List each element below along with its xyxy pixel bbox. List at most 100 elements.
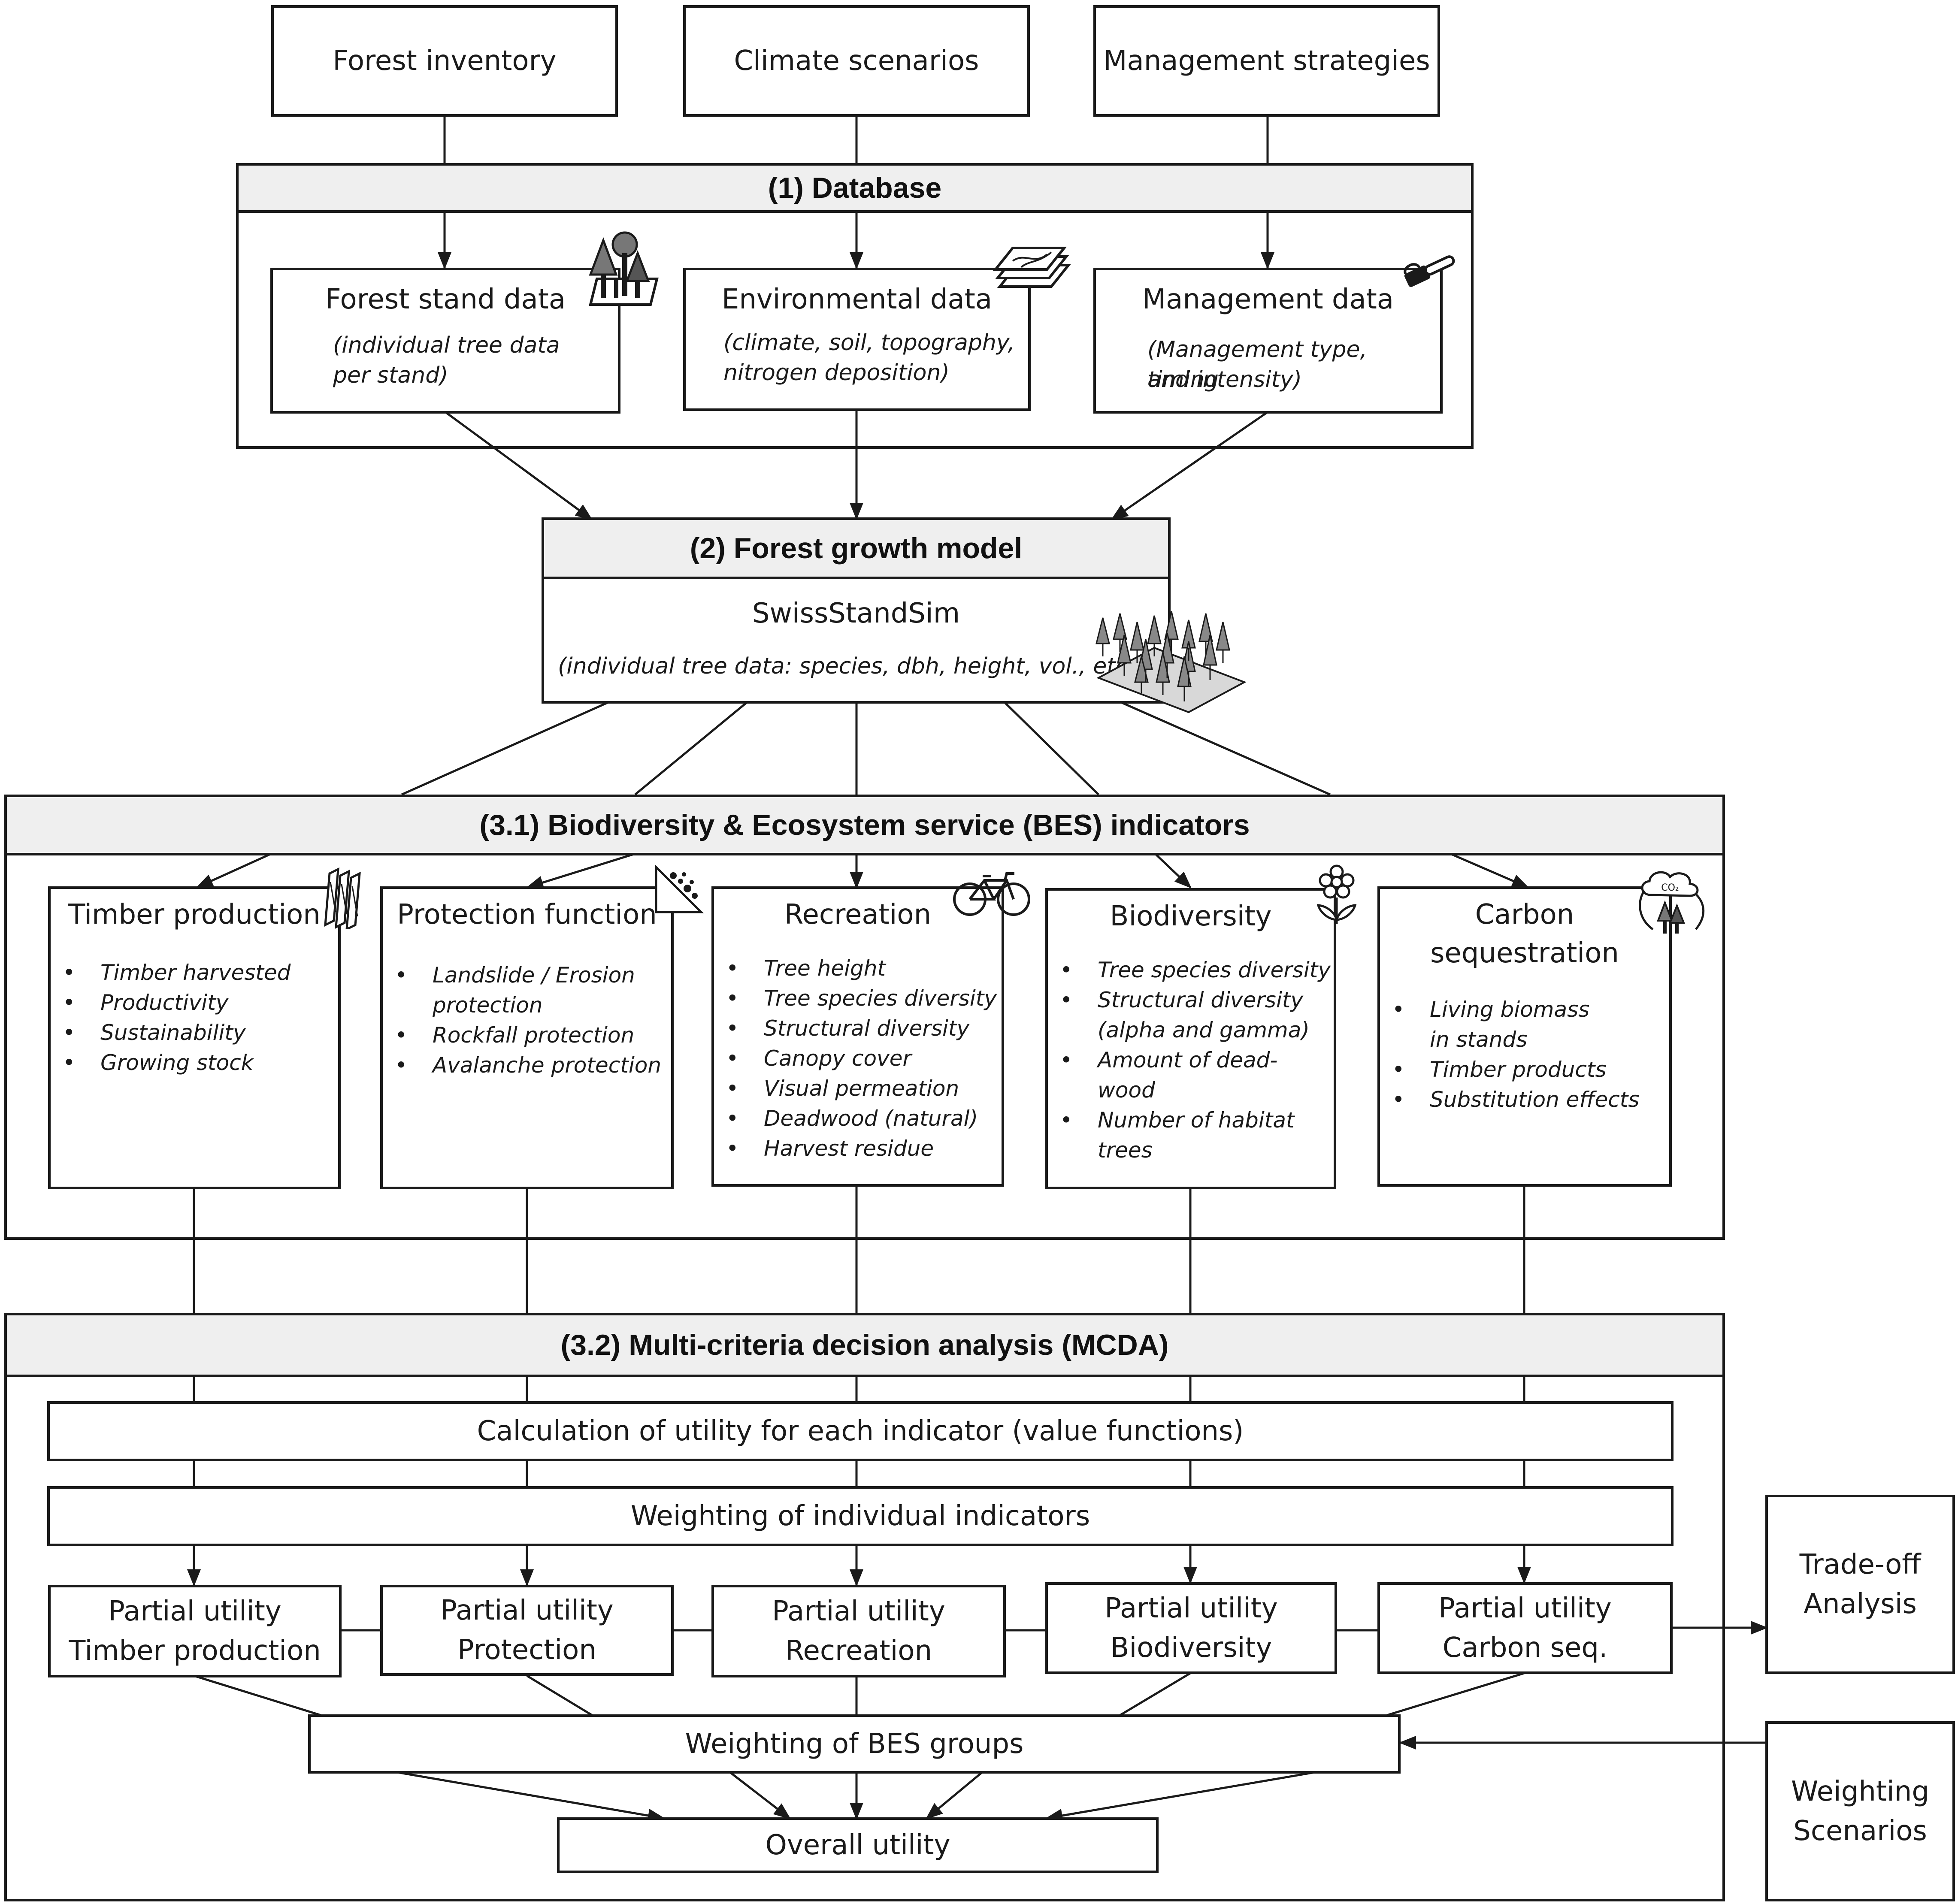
overall-utility-label: Overall utility — [765, 1829, 950, 1861]
overall-utility-box: Overall utility — [557, 1817, 1159, 1873]
weight-bes-groups-bar: Weighting of BES groups — [308, 1714, 1401, 1774]
partial-utility-protection-line1: Partial utility — [440, 1595, 614, 1626]
recreation-box: Recreation Tree height Tree species dive… — [711, 886, 1004, 1187]
forest-model-icon — [1096, 611, 1247, 713]
rockfall-icon — [655, 865, 704, 913]
management-data-desc-2: and intensity) — [1147, 367, 1302, 393]
mcda-header-label: (3.2) Multi-criteria decision analysis (… — [560, 1329, 1169, 1361]
carbon-title-2: sequestration — [1430, 937, 1619, 969]
carbon-title-1: Carbon — [1475, 899, 1574, 931]
timber-item-harvested: Timber harvested — [59, 958, 291, 988]
carbon-item-timber-products: Timber products — [1389, 1055, 1639, 1085]
weighting-scenarios-box: Weighting Scenarios — [1765, 1721, 1955, 1901]
forest-stand-data-box: Forest stand data (individual tree data … — [270, 268, 620, 414]
partial-utility-timber: Partial utility Timber production — [48, 1585, 342, 1677]
environmental-data-desc-1: (climate, soil, topography, — [723, 330, 1015, 356]
biodiversity-item-habitat-trees: Number of habitat — [1056, 1105, 1331, 1135]
management-data-desc-1: (Management type, timing — [1147, 337, 1368, 393]
weighting-scenarios-label-2: Scenarios — [1793, 1815, 1927, 1847]
timber-icon — [324, 867, 361, 929]
biodiversity-box: Biodiversity Tree species diversity Stru… — [1045, 888, 1336, 1189]
carbon-sequestration-box: Carbon sequestration Living biomass in s… — [1377, 886, 1672, 1187]
database-header: (1) Database — [236, 163, 1474, 213]
recreation-list: Tree height Tree species diversity Struc… — [723, 953, 997, 1164]
partial-utility-recreation-line1: Partial utility — [772, 1596, 945, 1627]
timber-production-list: Timber harvested Productivity Sustainabi… — [59, 958, 291, 1078]
protection-item-landslide: Landslide / Erosion — [391, 960, 661, 990]
biodiversity-item-deadwood-cont-text: wood — [1098, 1078, 1155, 1103]
calc-utility-bar: Calculation of utility for each indicato… — [47, 1401, 1674, 1461]
carbon-item-substitution-effects: Substitution effects — [1389, 1085, 1639, 1115]
recreation-item-tree-height: Tree height — [723, 953, 997, 983]
biodiversity-title: Biodiversity — [1110, 901, 1272, 932]
timber-production-title: Timber production — [68, 899, 321, 931]
recreation-item-deadwood: Deadwood (natural) — [723, 1103, 997, 1133]
growth-model-name: SwissStandSim — [752, 598, 960, 629]
chainsaw-icon — [1404, 255, 1455, 287]
recreation-item-species-diversity: Tree species diversity — [723, 983, 997, 1013]
forest-stand-icon — [589, 231, 659, 306]
co2-label: CO₂ — [1661, 882, 1679, 893]
partial-utility-biodiversity-line1: Partial utility — [1105, 1593, 1278, 1624]
partial-utility-carbon-line2: Carbon seq. — [1442, 1632, 1608, 1664]
growth-model-desc: (individual tree data: species, dbh, hei… — [558, 653, 1144, 679]
protection-item-avalanche: Avalanche protection — [391, 1050, 661, 1080]
biodiversity-item-habitat-trees-cont-text: trees — [1098, 1138, 1153, 1163]
tradeoff-analysis-box: Trade-off Analysis — [1765, 1495, 1955, 1674]
input-forest-inventory-label: Forest inventory — [333, 45, 557, 77]
recreation-item-visual-permeation: Visual permeation — [723, 1073, 997, 1103]
map-layers-icon — [993, 247, 1071, 288]
input-management-strategies-label: Management strategies — [1103, 45, 1430, 77]
recreation-item-harvest-residue: Harvest residue — [723, 1133, 997, 1164]
biodiversity-item-structural-diversity: Structural diversity — [1056, 985, 1331, 1015]
partial-utility-recreation-line2: Recreation — [785, 1635, 932, 1667]
protection-item-landslide-cont-text: protection — [433, 993, 543, 1018]
timber-item-productivity: Productivity — [59, 988, 291, 1018]
carbon-item-living-biomass: Living biomass — [1389, 994, 1639, 1025]
bes-header: (3.1) Biodiversity & Ecosystem service (… — [4, 795, 1725, 855]
recreation-item-canopy-cover: Canopy cover — [723, 1043, 997, 1073]
co2-cycle-icon: CO₂ — [1639, 871, 1705, 934]
partial-utility-carbon-line1: Partial utility — [1438, 1593, 1612, 1624]
tradeoff-label-1: Trade-off — [1799, 1549, 1921, 1581]
environmental-data-box: Environmental data (climate, soil, topog… — [683, 268, 1031, 411]
partial-utility-biodiversity-line2: Biodiversity — [1110, 1632, 1272, 1664]
recreation-title: Recreation — [784, 899, 932, 931]
biodiversity-item-alpha-gamma-text: (alpha and gamma) — [1098, 1018, 1310, 1043]
partial-utility-protection: Partial utility Protection — [380, 1585, 674, 1676]
growth-model-header: (2) Forest growth model — [542, 517, 1171, 579]
timber-production-box: Timber production Timber harvested Produ… — [48, 886, 341, 1189]
biodiversity-item-species-diversity: Tree species diversity — [1056, 955, 1331, 985]
partial-utility-timber-line1: Partial utility — [108, 1596, 281, 1627]
biodiversity-item-deadwood: Amount of dead- — [1056, 1045, 1331, 1075]
database-header-label: (1) Database — [768, 172, 942, 204]
protection-item-landslide-cont: protection — [391, 990, 661, 1020]
protection-item-rockfall: Rockfall protection — [391, 1020, 661, 1050]
carbon-item-living-biomass-cont-text: in stands — [1430, 1027, 1528, 1052]
partial-utility-carbon: Partial utility Carbon seq. — [1377, 1582, 1673, 1674]
flower-icon — [1316, 864, 1357, 924]
partial-utility-protection-line2: Protection — [457, 1634, 596, 1666]
input-climate-scenarios-label: Climate scenarios — [734, 45, 979, 77]
biodiversity-item-alpha-gamma: (alpha and gamma) — [1056, 1015, 1331, 1045]
calc-utility-label: Calculation of utility for each indicato… — [477, 1415, 1244, 1447]
forest-stand-data-title: Forest stand data — [325, 284, 566, 315]
timber-item-growing-stock: Growing stock — [59, 1048, 291, 1078]
input-forest-inventory: Forest inventory — [271, 5, 618, 117]
weight-bes-groups-label: Weighting of BES groups — [685, 1728, 1024, 1760]
growth-model-header-label: (2) Forest growth model — [690, 532, 1023, 565]
protection-function-list: Landslide / Erosion protection Rockfall … — [391, 960, 661, 1080]
recreation-item-structural-diversity: Structural diversity — [723, 1013, 997, 1043]
bicycle-icon — [953, 872, 1030, 916]
weight-indicators-label: Weighting of individual indicators — [630, 1500, 1090, 1532]
carbon-item-living-biomass-cont: in stands — [1389, 1025, 1639, 1055]
tradeoff-label-2: Analysis — [1804, 1588, 1917, 1620]
management-data-box: Management data (Management type, timing… — [1093, 268, 1443, 414]
mcda-header: (3.2) Multi-criteria decision analysis (… — [4, 1313, 1725, 1377]
input-management-strategies: Management strategies — [1093, 5, 1440, 117]
biodiversity-item-habitat-trees-cont: trees — [1056, 1135, 1331, 1165]
environmental-data-desc-2: nitrogen deposition) — [723, 360, 950, 386]
input-climate-scenarios: Climate scenarios — [683, 5, 1030, 117]
